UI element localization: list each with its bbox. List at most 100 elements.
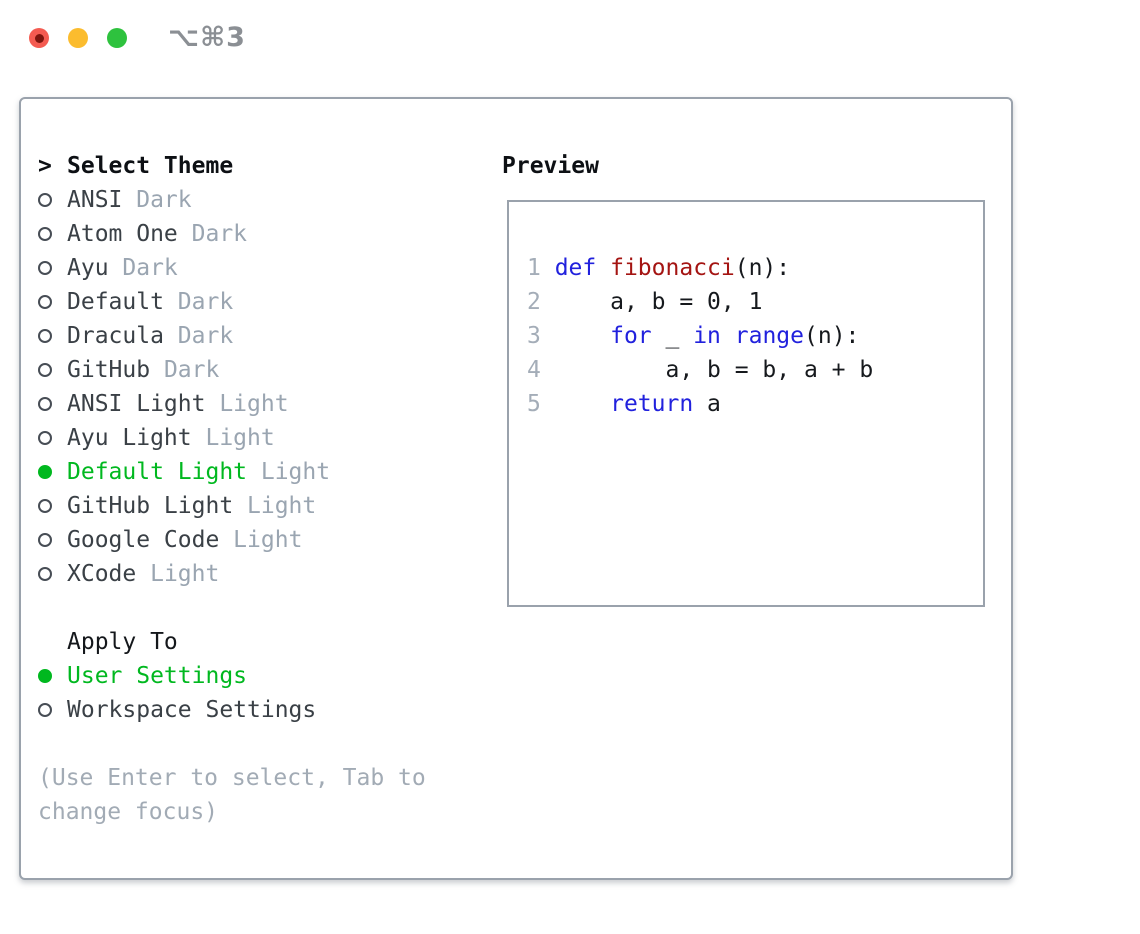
radio-slot <box>38 397 67 411</box>
radio-icon <box>38 363 52 377</box>
radio-selected-icon <box>38 465 52 479</box>
spacer <box>38 591 478 625</box>
radio-slot <box>38 431 67 445</box>
token-plain <box>555 323 610 349</box>
radio-icon <box>38 499 52 513</box>
theme-variant-tag: Dark <box>163 289 234 315</box>
apply-option-workspace-settings[interactable]: Workspace Settings <box>38 693 478 727</box>
token-keyword: return <box>610 391 694 417</box>
theme-option-ayu[interactable]: Ayu Dark <box>38 251 478 285</box>
radio-slot <box>38 295 67 309</box>
hint-text-line-2: change focus) <box>38 799 219 825</box>
spacer-line <box>527 421 983 455</box>
theme-option-atom-one[interactable]: Atom One Dark <box>38 217 478 251</box>
code-line: 4 a, b = b, a + b <box>527 353 983 387</box>
zoom-button[interactable] <box>107 28 127 48</box>
theme-option-ayu-light[interactable]: Ayu Light Light <box>38 421 478 455</box>
option-name: Atom One <box>67 221 178 247</box>
theme-option-ansi[interactable]: ANSI Dark <box>38 183 478 217</box>
hint-text-line-1: (Use Enter to select, Tab to <box>38 765 426 791</box>
window-title: ⌥⌘3 <box>168 22 246 53</box>
close-button[interactable] <box>29 28 49 48</box>
token-plain: a, b = 0, 1 <box>554 289 763 315</box>
option-name: ANSI <box>67 187 123 213</box>
theme-variant-tag: Light <box>191 425 275 451</box>
token-keyword: range <box>734 323 804 349</box>
radio-slot <box>38 193 67 207</box>
radio-slot <box>38 363 67 377</box>
radio-icon <box>38 295 52 309</box>
apply-to-label: Apply To <box>67 629 178 655</box>
radio-slot <box>38 329 67 343</box>
theme-option-default[interactable]: Default Dark <box>38 285 478 319</box>
line-number: 3 <box>527 323 555 349</box>
radio-icon <box>38 193 52 207</box>
theme-option-github-light[interactable]: GitHub Light Light <box>38 489 478 523</box>
code-line: 5 return a <box>527 387 983 421</box>
radio-slot <box>38 465 67 479</box>
apply-to-header: Apply To <box>38 625 478 659</box>
option-name: Ayu Light <box>67 425 192 451</box>
option-name: Default <box>67 289 164 315</box>
theme-variant-tag: Light <box>247 459 331 485</box>
radio-slot <box>38 261 67 275</box>
theme-variant-tag: Light <box>205 391 289 417</box>
token-plain: _ <box>651 323 694 349</box>
token-plain: a <box>693 391 721 417</box>
theme-option-github[interactable]: GitHub Dark <box>38 353 478 387</box>
theme-variant-tag: Dark <box>122 187 192 213</box>
code-line: 2 a, b = 0, 1 <box>527 285 983 319</box>
option-name: Ayu <box>67 255 109 281</box>
theme-option-google-code[interactable]: Google Code Light <box>38 523 478 557</box>
option-name: GitHub Light <box>67 493 234 519</box>
option-name: Default Light <box>67 459 248 485</box>
token-keyword: in <box>693 323 721 349</box>
preview-header: Preview <box>502 153 599 179</box>
theme-variant-tag: Dark <box>108 255 178 281</box>
apply-option-user-settings[interactable]: User Settings <box>38 659 478 693</box>
token-plain: (n): <box>804 323 860 349</box>
theme-option-dracula[interactable]: Dracula Dark <box>38 319 478 353</box>
token-plain: (n): <box>734 255 791 281</box>
traffic-lights <box>29 28 127 48</box>
token-keyword: def <box>554 255 597 281</box>
option-name: Dracula <box>67 323 164 349</box>
token-plain <box>721 323 735 349</box>
code-line: 1 def fibonacci(n): <box>527 251 983 285</box>
radio-icon <box>38 397 52 411</box>
radio-slot <box>38 227 67 241</box>
radio-icon <box>38 261 52 275</box>
theme-option-xcode[interactable]: XCode Light <box>38 557 478 591</box>
theme-option-ansi-light[interactable]: ANSI Light Light <box>38 387 478 421</box>
theme-variant-tag: Dark <box>163 323 234 349</box>
line-number: 5 <box>527 391 555 417</box>
close-dot-icon <box>34 33 44 43</box>
line-number: 2 <box>527 289 555 315</box>
token-plain <box>555 391 610 417</box>
line-number: 4 <box>527 357 555 383</box>
option-name: XCode <box>67 561 137 587</box>
option-name: Workspace Settings <box>67 697 317 723</box>
radio-slot <box>38 567 67 581</box>
token-plain <box>596 255 610 281</box>
minimize-button[interactable] <box>68 28 88 48</box>
theme-variant-tag: Light <box>136 561 220 587</box>
radio-slot <box>38 499 67 513</box>
cursor-arrow-icon: > <box>38 153 52 179</box>
theme-option-default-light[interactable]: Default Light Light <box>38 455 478 489</box>
option-name: User Settings <box>67 663 248 689</box>
line-number: 1 <box>527 255 555 281</box>
radio-icon <box>38 703 52 717</box>
code-line: 3 for _ in range(n): <box>527 319 983 353</box>
radio-slot <box>38 533 67 547</box>
radio-selected-icon <box>38 669 52 683</box>
option-name: Google Code <box>67 527 220 553</box>
option-name: GitHub <box>67 357 151 383</box>
select-theme-header: > Select Theme <box>38 149 478 183</box>
